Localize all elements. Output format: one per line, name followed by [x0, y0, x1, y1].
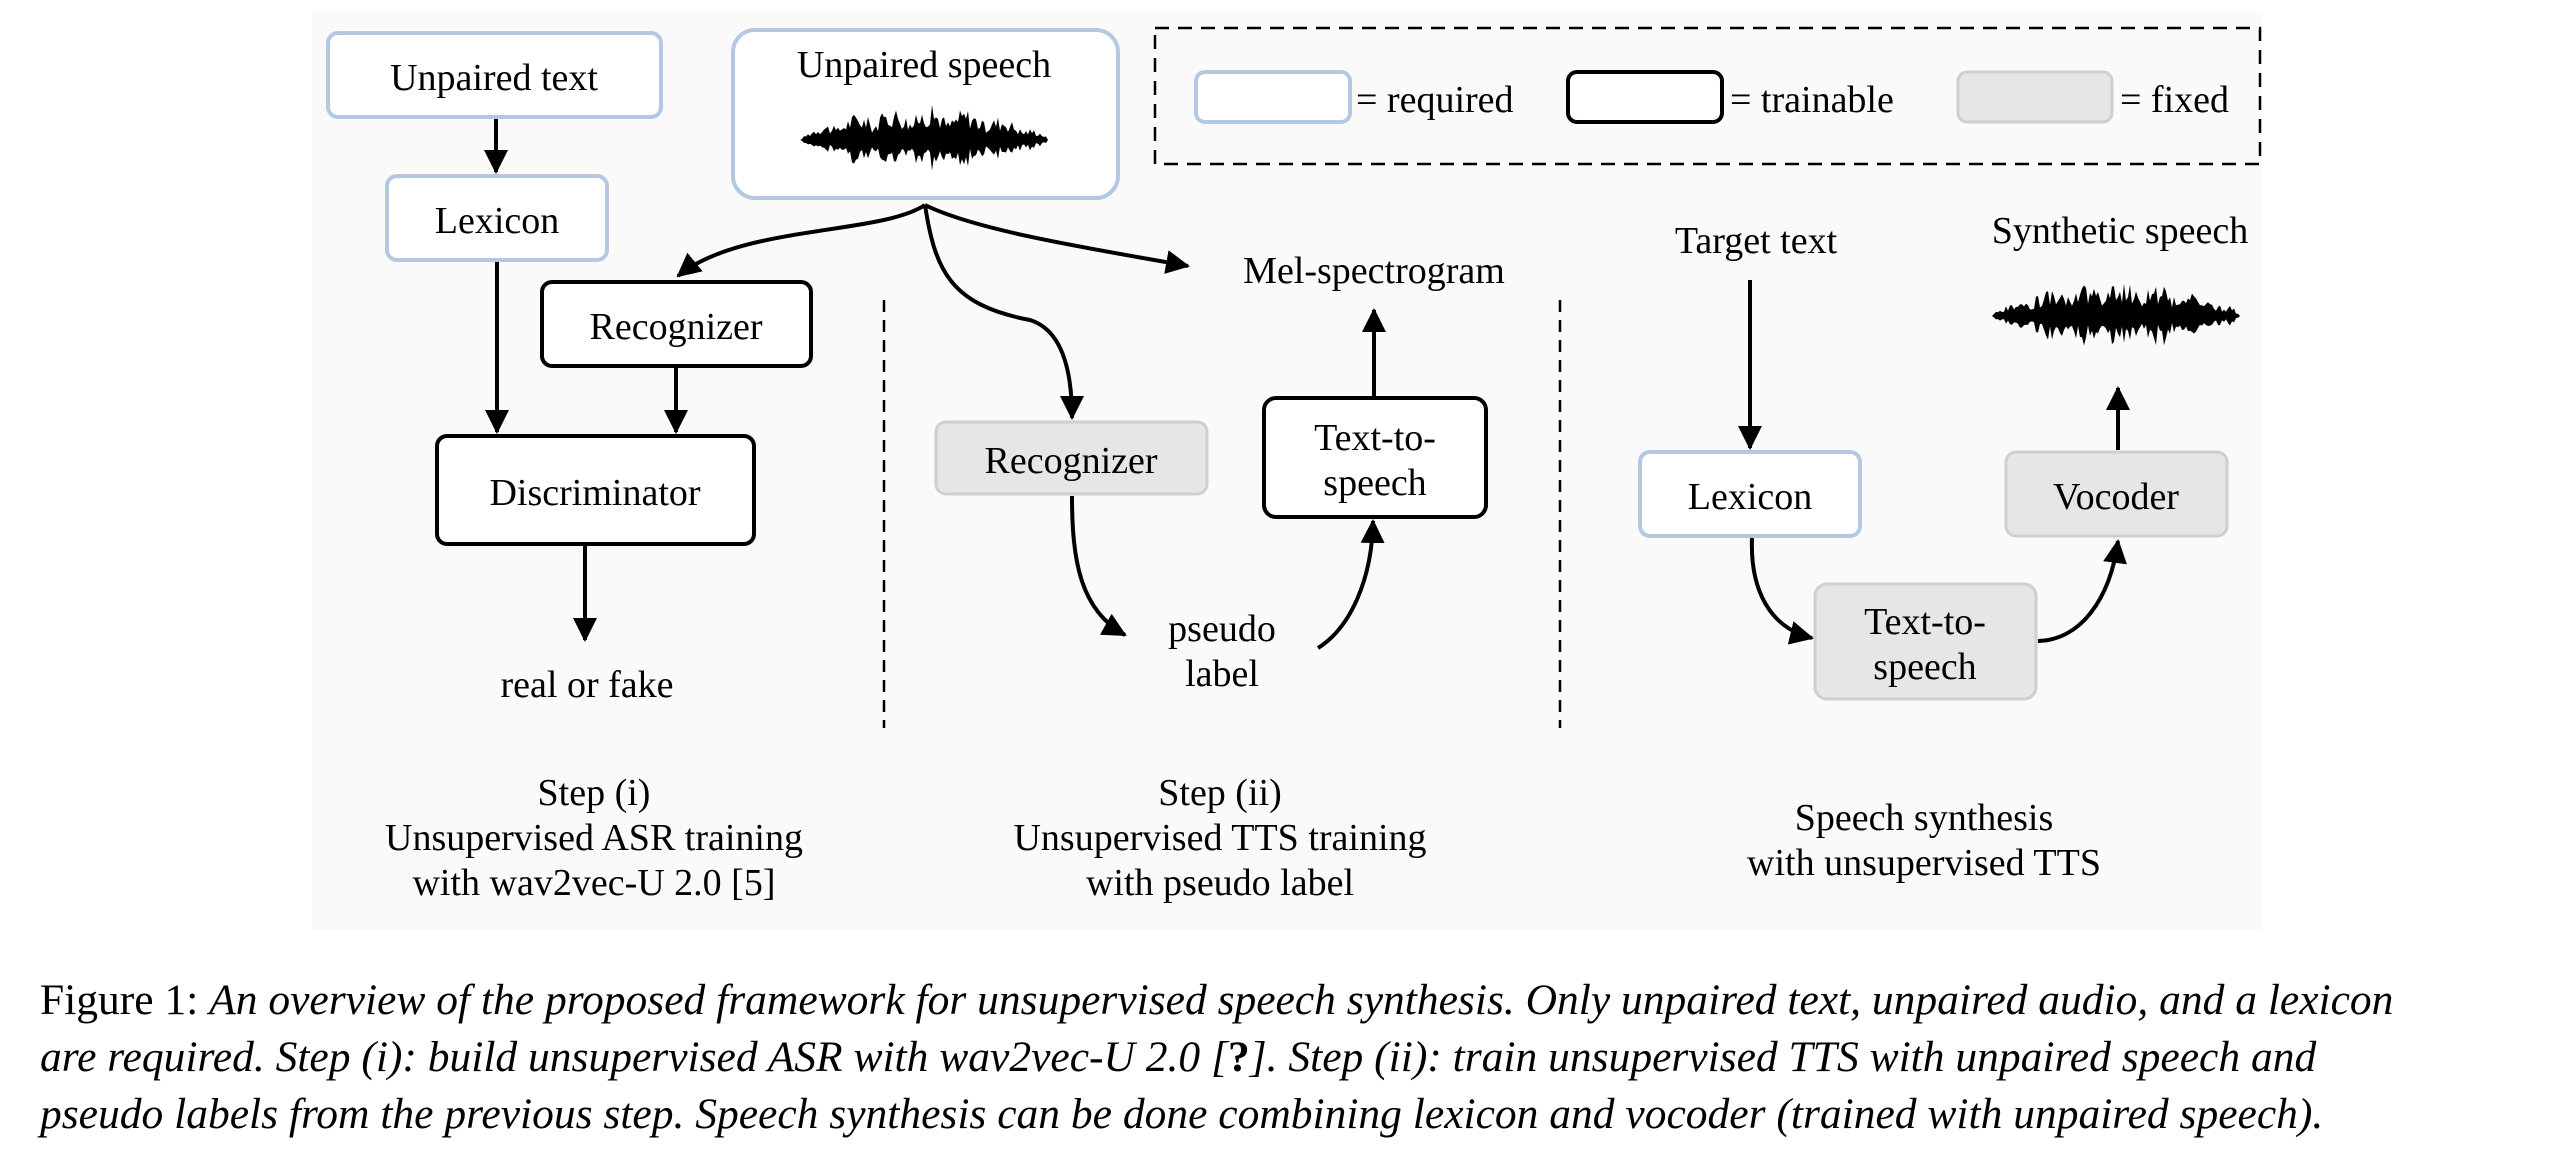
step2-title-line2: Unsupervised TTS training: [1013, 817, 1426, 859]
step1-title-line3: with wav2vec-U 2.0 [5]: [412, 862, 775, 904]
caption-line-2: are required. Step (i): build unsupervis…: [40, 1029, 2540, 1086]
synthesis-lexicon-label: Lexicon: [1688, 476, 1813, 518]
vocoder-box: [2004, 450, 2229, 538]
step1-lexicon-label: Lexicon: [435, 200, 560, 242]
arrow-recognizer-to-pseudo: [1070, 495, 1127, 637]
pseudo-label-line2: label: [1185, 653, 1259, 695]
arrow-lexicon-to-tts: [1749, 537, 1814, 645]
step1-recognizer-box: [540, 280, 813, 368]
synthesis-lexicon-box: [1638, 450, 1862, 538]
synthesis-title-line2: with unsupervised TTS: [1747, 842, 2101, 884]
arrow-speech-to-step1-recognizer: [676, 203, 927, 278]
pseudo-label-line1: pseudo: [1168, 608, 1276, 650]
target-text-label: Target text: [1675, 220, 1838, 262]
legend-fixed-swatch: [1956, 70, 2114, 124]
legend-fixed-label: = fixed: [2120, 79, 2229, 121]
unpaired-speech-label: Unpaired speech: [797, 44, 1051, 86]
legend: = required = trainable = fixed: [1153, 26, 2262, 166]
legend-trainable-swatch: [1566, 70, 1724, 124]
step1-title-line1: Step (i): [538, 772, 651, 814]
synthesis-tts-label-line1: Text-to-: [1864, 601, 1986, 643]
step1-panel: Unpaired text Lexicon Recognizer Discrim…: [326, 31, 813, 904]
synthesis-tts-box: [1813, 582, 2038, 701]
step2-tts-box: [1262, 396, 1488, 519]
discriminator-label: Discriminator: [489, 472, 700, 514]
step1-title-line2: Unsupervised ASR training: [385, 817, 803, 859]
arrow-tts-to-vocoder: [2037, 539, 2127, 643]
legend-required-swatch: [1194, 70, 1352, 124]
caption-text-2a: are required. Step (i): build unsupervis…: [40, 1033, 1228, 1081]
caption-label: Figure 1:: [40, 976, 210, 1024]
step2-title-line3: with pseudo label: [1086, 862, 1354, 904]
synthesis-tts-label-line2: speech: [1873, 646, 1976, 688]
step2-title-line1: Step (ii): [1158, 772, 1281, 814]
vocoder-label: Vocoder: [2053, 476, 2179, 518]
synthetic-speech-label: Synthetic speech: [1992, 210, 2248, 252]
synthesis-title-line1: Speech synthesis: [1795, 797, 2054, 839]
caption-text-3: pseudo labels from the previous step. Sp…: [40, 1090, 2324, 1138]
legend-frame: [1153, 26, 2262, 166]
step2-tts-label-line1: Text-to-: [1314, 417, 1436, 459]
discriminator-box: [435, 434, 756, 546]
legend-trainable-label: = trainable: [1730, 79, 1894, 121]
real-or-fake-label: real or fake: [501, 664, 674, 706]
step1-recognizer-label: Recognizer: [589, 306, 762, 348]
step2-tts-label-line2: speech: [1323, 462, 1426, 504]
unpaired-speech-waveform-icon: [800, 104, 1048, 171]
step2-recognizer-label: Recognizer: [984, 440, 1157, 482]
synthetic-speech-waveform-icon: [1992, 283, 2240, 346]
caption-line-3: pseudo labels from the previous step. Sp…: [40, 1086, 2540, 1143]
arrow-pseudo-to-tts: [1316, 519, 1385, 650]
step1-lexicon-box: [385, 174, 609, 262]
unpaired-text-label: Unpaired text: [390, 57, 598, 99]
step2-recognizer-box: [934, 420, 1209, 496]
figure-caption: Figure 1: An overview of the proposed fr…: [40, 972, 2540, 1143]
caption-line-1: Figure 1: An overview of the proposed fr…: [40, 972, 2540, 1029]
mel-spectrogram-label: Mel-spectrogram: [1243, 250, 1505, 292]
unpaired-text-box: [326, 31, 663, 119]
unpaired-speech-node: Unpaired speech: [731, 28, 1120, 200]
caption-text-2b: ]. Step (ii): train unsupervised TTS wit…: [1249, 1033, 2317, 1081]
synthesis-panel: Target text Synthetic speech Lexicon Voc…: [1638, 210, 2248, 884]
caption-text-1: An overview of the proposed framework fo…: [209, 976, 2394, 1024]
legend-required-label: = required: [1356, 79, 1514, 121]
caption-citation-mark: ?: [1227, 1033, 1250, 1081]
unpaired-speech-box: [731, 28, 1120, 200]
step2-panel: Recognizer Text-to- speech pseudo label …: [934, 308, 1488, 904]
arrow-speech-to-step2-recognizer: [923, 204, 1084, 420]
arrow-speech-to-mel: [924, 203, 1190, 274]
